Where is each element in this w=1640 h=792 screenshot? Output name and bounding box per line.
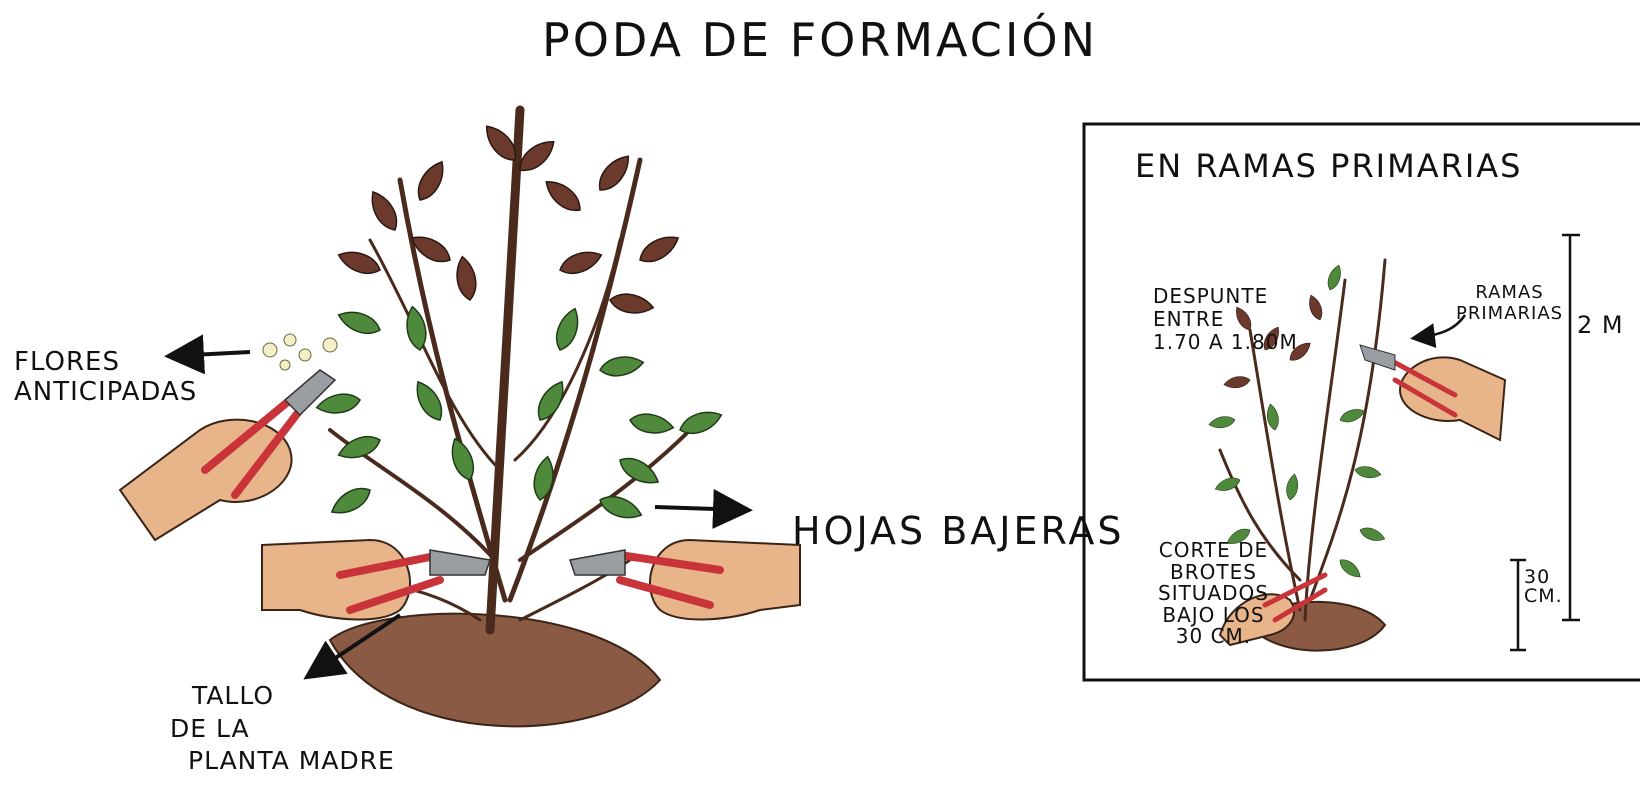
stems [328,105,692,635]
hand-left-lower [261,538,491,621]
label-flores-anticipadas: FLORES ANTICIPADAS [14,347,198,407]
hand-right-lower [569,538,801,621]
height-low-line-1: 30 [1524,566,1551,588]
label-tallo-planta-madre: TALLO DE LA PLANTA MADRE [170,680,395,778]
label-height-total: 2 M [1577,311,1624,339]
corte-line-4: BAJO LOS [1162,602,1265,627]
corte-line-1: CORTE DE [1158,538,1269,562]
ramas-line-2: PRIMARIAS [1456,302,1564,324]
label-corte-brotes: CORTE DE BROTES SITUADOS BAJO LOS 30 CM. [1158,538,1269,649]
corte-line-5: 30 CM. [1175,624,1252,649]
label-despunte: DESPUNTE ENTRE 1.70 A 1.80M [1153,285,1298,354]
soil-mound [328,612,662,728]
inset-panel [1082,122,1640,682]
height-low-line-2: CM. [1524,585,1563,607]
label-hojas-bajeras: HOJAS BAJERAS [792,509,1125,553]
tallo-line-3: PLANTA MADRE [188,746,395,775]
tallo-line-2: DE LA [170,713,250,743]
corte-line-3: SITUADOS [1158,581,1269,606]
lower-leaves [314,304,726,525]
label-ramas-primarias: RAMAS PRIMARIAS [1456,282,1564,324]
main-plant [262,105,726,728]
despunte-line-3: 1.70 A 1.80M [1153,330,1298,354]
tallo-arrow [303,613,402,680]
tallo-line-1: TALLO [192,681,275,710]
hojas-arrow [654,488,753,529]
hand-left-upper [118,369,337,542]
despunte-line-2: ENTRE [1153,307,1225,331]
ramas-line-1: RAMAS [1475,282,1544,303]
despunte-line-1: DESPUNTE [1153,284,1269,308]
inset-title: EN RAMAS PRIMARIAS [1135,147,1523,185]
page-title: PODA DE FORMACIÓN [541,13,1099,67]
flowers [262,333,338,371]
corte-line-2: BROTES [1170,559,1257,584]
label-height-low: 30 CM. [1524,568,1563,606]
flores-arrow [164,334,251,375]
